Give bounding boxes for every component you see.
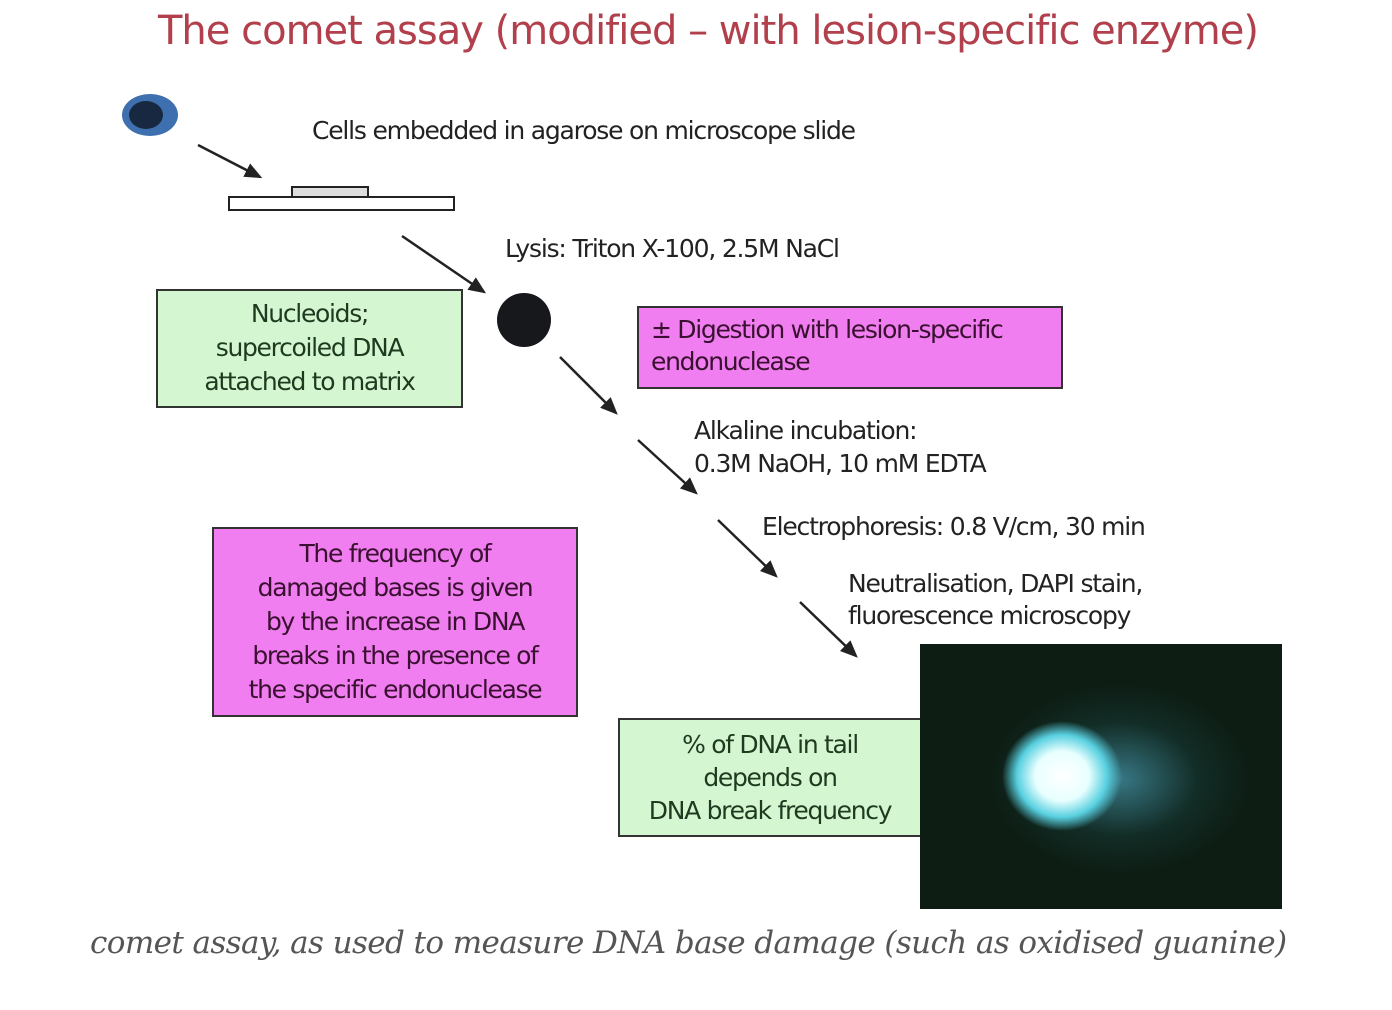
figure-caption: comet assay, as used to measure DNA base… xyxy=(90,925,1287,961)
step-neutralisation: Neutralisation, DAPI stain,fluorescence … xyxy=(848,569,1143,630)
step-alkaline: Alkaline incubation:0.3M NaOH, 10 mM EDT… xyxy=(694,416,987,478)
step-embed: Cells embedded in agarose on microscope … xyxy=(312,116,856,145)
microscope-slide-icon xyxy=(228,186,455,211)
intact-cell-icon xyxy=(122,94,178,136)
nucleoid-icon xyxy=(497,293,551,347)
process-arrows xyxy=(197,143,858,658)
step-lysis: Lysis: Triton X-100, 2.5M NaCl xyxy=(505,234,840,263)
step-electrophoresis: Electrophoresis: 0.8 V/cm, 30 min xyxy=(762,512,1146,541)
diagram-title: The comet assay (modified – with lesion-… xyxy=(158,8,1259,54)
comet-fluorescence-image xyxy=(920,644,1282,909)
